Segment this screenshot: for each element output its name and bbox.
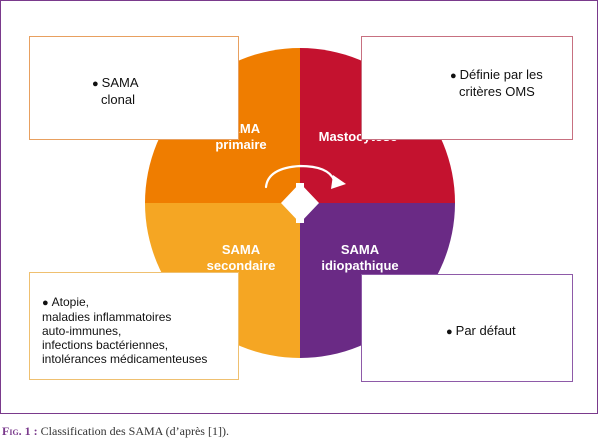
label-sama-secondaire: SAMA secondaire: [206, 242, 276, 273]
bullet-icon: ●: [450, 70, 457, 82]
box-par-defaut: ●Par défaut: [361, 274, 573, 382]
box-causes-secondaires: ●Atopie, maladies inflammatoires auto-im…: [29, 272, 239, 380]
label-sama-idiopathique: SAMA idiopathique: [321, 242, 399, 273]
double-arrow-icon: [281, 183, 319, 223]
figure-frame: [0, 0, 598, 414]
figure-label: Fig. 1 :: [2, 424, 38, 438]
figure-caption-text: Classification des SAMA (d’après [1]).: [40, 424, 229, 438]
box-criteres-oms: ●Définie par les critères OMS: [361, 36, 573, 140]
bullet-icon: ●: [42, 297, 49, 309]
box-sama-clonal: ●SAMA clonal: [29, 36, 239, 140]
bullet-icon: ●: [446, 326, 453, 338]
bullet-icon: ●: [92, 78, 99, 90]
curved-arrow-icon: [264, 164, 346, 189]
figure-caption: Fig. 1 : Classification des SAMA (d’aprè…: [2, 424, 229, 439]
